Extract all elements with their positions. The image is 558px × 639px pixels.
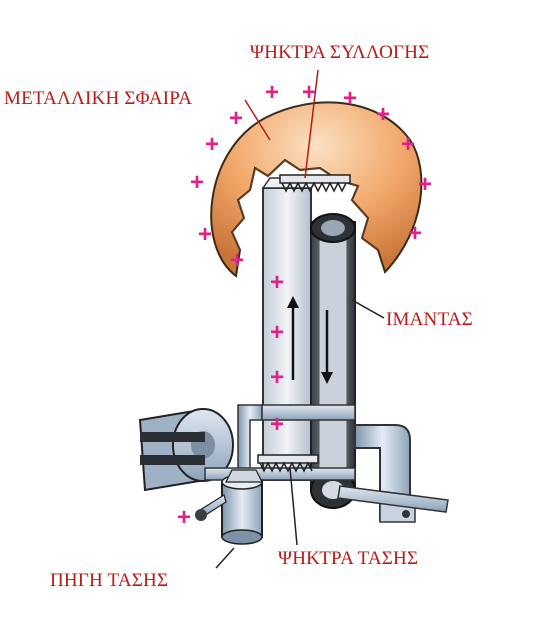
charge-plus-symbol: + — [270, 269, 284, 296]
charge-plus-symbol: + — [408, 220, 422, 247]
belt-direction-arrows — [287, 296, 333, 384]
charge-plus-symbol: + — [265, 79, 279, 106]
charge-symbols: +++++++++++++++++ — [177, 79, 432, 531]
charge-plus-symbol: + — [229, 105, 243, 132]
leader-lines — [244, 99, 385, 319]
charge-plus-symbol: + — [270, 411, 284, 438]
voltage-source — [195, 469, 263, 569]
charge-plus-symbol: + — [177, 504, 191, 531]
charge-plus-symbol: + — [230, 247, 244, 274]
belt — [310, 213, 356, 509]
voltage-source-label: ΠΗΓΗ ΤΑΣΗΣ — [50, 570, 169, 591]
charge-plus-symbol: + — [418, 171, 432, 198]
belt-label: ΙΜΑΝΤΑΣ — [386, 309, 473, 330]
charge-plus-symbol: + — [401, 131, 415, 158]
support-column — [261, 177, 320, 481]
charge-plus-symbol: + — [302, 79, 316, 106]
collector-comb — [279, 69, 351, 193]
charge-plus-symbol: + — [343, 85, 357, 112]
voltage-comb — [257, 454, 319, 546]
voltage-comb-label: ΨΗΚΤΡΑ ΤΑΣΗΣ — [278, 548, 419, 569]
charge-plus-symbol: + — [270, 364, 284, 391]
charge-plus-symbol: + — [376, 101, 390, 128]
charge-plus-symbol: + — [190, 169, 204, 196]
metal-sphere-label: ΜΕΤΑΛΛΙΚΗ ΣΦΑΙΡΑ — [4, 88, 193, 109]
charge-plus-symbol: + — [198, 221, 212, 248]
charge-plus-symbol: + — [205, 131, 219, 158]
charge-plus-symbol: + — [270, 319, 284, 346]
collector-comb-label: ΨΗΚΤΡΑ ΣΥΛΛΟΓΗΣ — [250, 42, 430, 63]
